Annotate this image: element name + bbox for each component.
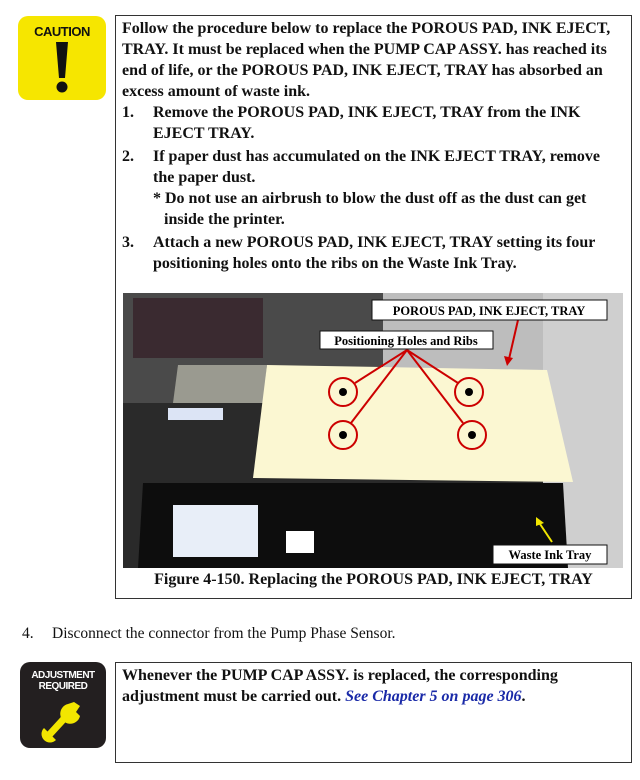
caution-box: Follow the procedure below to replace th… [115, 15, 632, 599]
adjustment-icon-label: ADJUSTMENT [31, 670, 95, 681]
step-text: If paper dust has accumulated on the INK… [153, 148, 601, 186]
step-3: 3. Attach a new POROUS PAD, INK EJECT, T… [122, 232, 625, 274]
step-2-note: * Do not use an airbrush to blow the dus… [153, 190, 587, 228]
tray-arrow [539, 523, 553, 543]
step-number: 1. [122, 104, 134, 121]
step-4: 4. Disconnect the connector from the Pump… [22, 625, 396, 643]
positioning-hole-marker [328, 377, 358, 407]
adjustment-box: Whenever the PUMP CAP ASSY. is replaced,… [115, 662, 632, 763]
positioning-hole-marker [457, 420, 487, 450]
positioning-hole-marker [454, 377, 484, 407]
step-2: 2. If paper dust has accumulated on the … [122, 146, 625, 188]
chapter-5-link[interactable]: See Chapter 5 on page 306 [345, 688, 522, 705]
label-waste-ink-tray: Waste Ink Tray [509, 548, 593, 562]
figure-photo: POROUS PAD, INK EJECT, TRAY Positioning … [123, 293, 623, 568]
label-porous-pad: POROUS PAD, INK EJECT, TRAY [393, 304, 586, 318]
porous-pad [253, 365, 573, 482]
label-positioning-holes: Positioning Holes and Ribs [334, 334, 478, 348]
step-1: 1. Remove the POROUS PAD, INK EJECT, TRA… [122, 102, 625, 144]
pad-arrow [508, 319, 519, 360]
step-text: Remove the POROUS PAD, INK EJECT, TRAY f… [153, 104, 581, 142]
step-number: 4. [22, 625, 34, 642]
step-text: Attach a new POROUS PAD, INK EJECT, TRAY… [153, 234, 596, 272]
wrench-icon [41, 702, 80, 743]
adjustment-icon-label-2: REQUIRED [38, 681, 88, 692]
step-number: 2. [122, 148, 134, 165]
exclamation-icon [56, 42, 68, 93]
positioning-hole-marker [328, 420, 358, 450]
caution-intro: Follow the procedure below to replace th… [122, 20, 611, 100]
step-number: 3. [122, 234, 134, 251]
caution-icon-label: CAUTION [34, 24, 90, 39]
step-text: Disconnect the connector from the Pump P… [52, 625, 396, 642]
caution-icon: CAUTION [18, 16, 106, 100]
figure-caption: Figure 4-150. Replacing the POROUS PAD, … [154, 571, 593, 588]
adjustment-text: Whenever the PUMP CAP ASSY. is replaced,… [122, 667, 558, 705]
